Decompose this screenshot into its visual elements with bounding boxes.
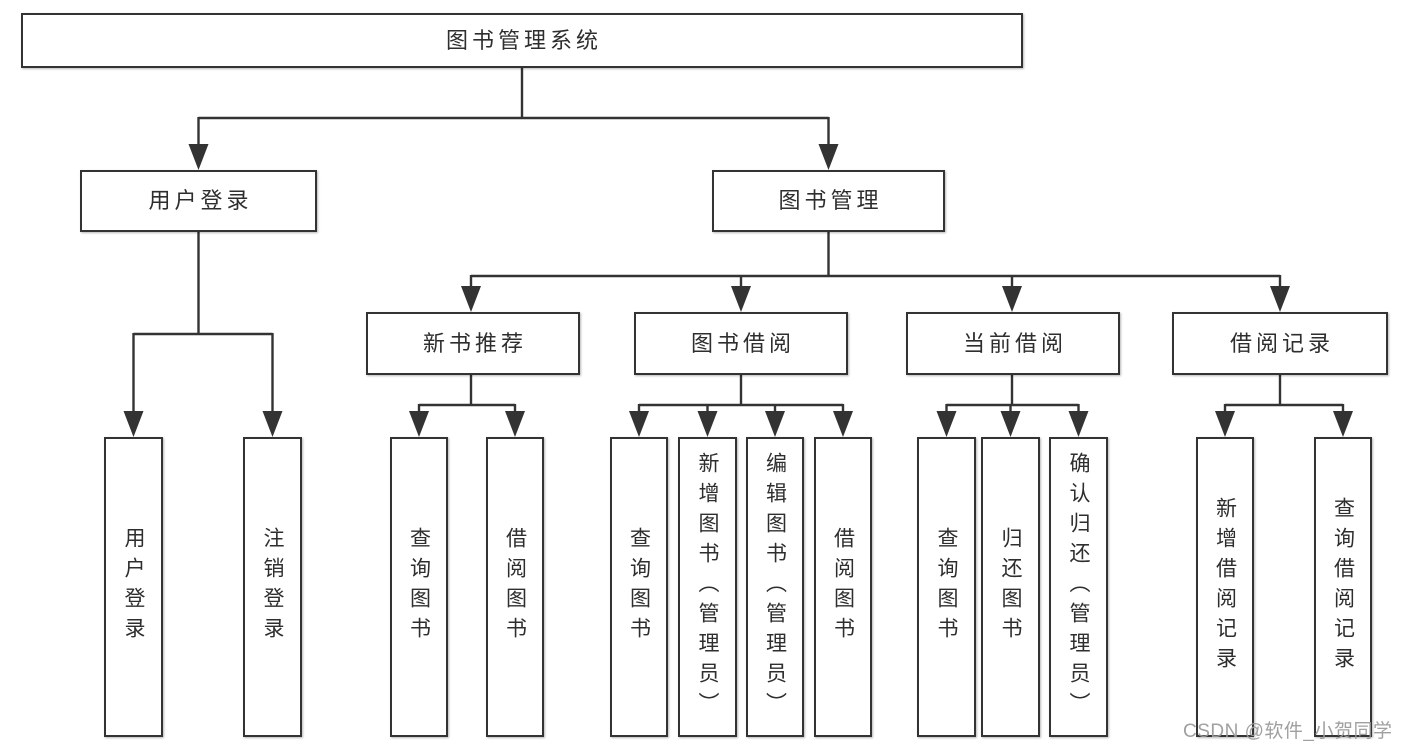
leaf-query-books-recommend-label: 查询图书 [407, 527, 431, 647]
leaf-logout: 注销登录 [243, 437, 302, 737]
leaf-add-borrow-record: 新增借阅记录 [1196, 437, 1254, 737]
leaf-query-books-current-label: 查询图书 [935, 527, 958, 647]
leaf-borrow-books-recommend: 借阅图书 [486, 437, 544, 737]
leaf-return-books: 归还图书 [981, 437, 1040, 737]
node-book-management: 图书管理 [712, 170, 945, 232]
node-book-borrowing-label: 图书借阅 [690, 330, 795, 356]
leaf-user-login: 用户登录 [104, 437, 163, 737]
node-root-label: 图书管理系统 [445, 27, 602, 53]
leaf-borrow-books: 借阅图书 [814, 437, 872, 737]
leaf-user-login-label: 用户登录 [122, 527, 145, 647]
leaf-confirm-return-admin: 确认归还（管理员） [1049, 437, 1108, 737]
leaf-query-borrow-record: 查询借阅记录 [1314, 437, 1372, 737]
leaf-query-books-borrow-label: 查询图书 [627, 527, 651, 647]
node-current-borrowing-label: 当前借阅 [962, 330, 1067, 356]
leaf-add-books-admin: 新增图书（管理员） [678, 437, 737, 737]
csdn-watermark: CSDN @软件_小贺同学 [1183, 721, 1393, 742]
leaf-borrow-books-label: 借阅图书 [831, 527, 855, 647]
node-book-management-label: 图书管理 [778, 188, 883, 213]
leaf-add-books-admin-label: 新增图书（管理员） [696, 452, 719, 722]
node-new-book-recommend: 新书推荐 [366, 312, 580, 375]
leaf-query-books-borrow: 查询图书 [610, 437, 668, 737]
leaf-confirm-return-admin-label: 确认归还（管理员） [1067, 452, 1090, 722]
leaf-query-books-recommend: 查询图书 [390, 437, 448, 737]
leaf-query-borrow-record-label: 查询借阅记录 [1331, 497, 1355, 677]
node-borrowing-records-label: 借阅记录 [1229, 330, 1334, 356]
leaf-add-borrow-record-label: 新增借阅记录 [1213, 497, 1237, 677]
node-new-book-recommend-label: 新书推荐 [422, 330, 527, 356]
node-book-borrowing: 图书借阅 [634, 312, 848, 375]
leaf-edit-books-admin: 编辑图书（管理员） [746, 437, 804, 737]
node-current-borrowing: 当前借阅 [906, 312, 1120, 375]
leaf-borrow-books-recommend-label: 借阅图书 [503, 527, 527, 647]
node-borrowing-records: 借阅记录 [1172, 312, 1388, 375]
leaf-return-books-label: 归还图书 [999, 527, 1022, 647]
leaf-logout-label: 注销登录 [261, 527, 284, 647]
node-user-login: 用户登录 [80, 170, 317, 232]
node-root: 图书管理系统 [21, 13, 1023, 68]
node-user-login-label: 用户登录 [148, 188, 253, 213]
leaf-query-books-current: 查询图书 [917, 437, 976, 737]
leaf-edit-books-admin-label: 编辑图书（管理员） [763, 452, 787, 722]
